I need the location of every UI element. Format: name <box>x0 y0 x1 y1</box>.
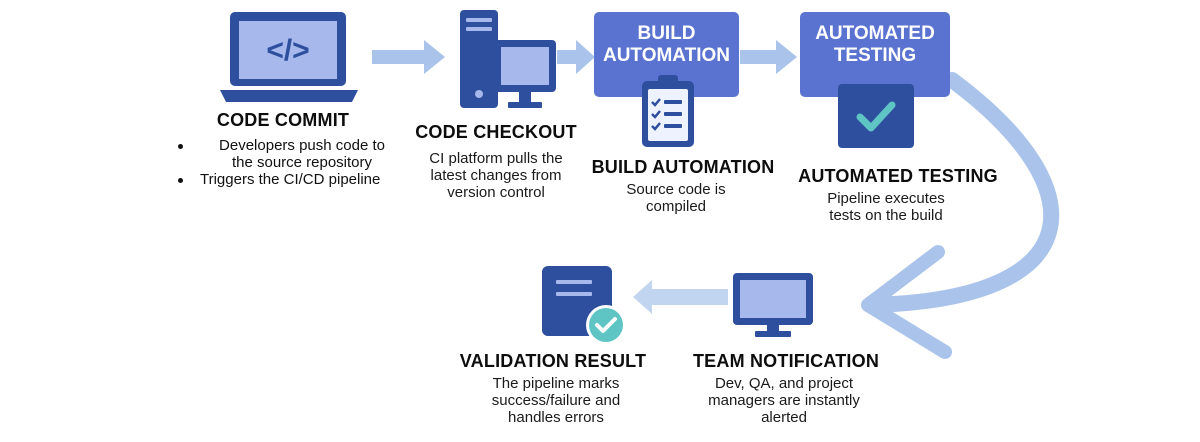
build-automation-banner: BUILD AUTOMATION <box>594 12 739 97</box>
desc-line: success/failure and <box>491 392 621 409</box>
bullet-item: Triggers the CI/CD pipeline <box>172 171 404 188</box>
banner-line: AUTOMATED <box>815 23 935 44</box>
banner-line: AUTOMATION <box>602 45 730 66</box>
desc-line: alerted <box>761 409 807 426</box>
code-commit-title: CODE COMMIT <box>216 110 350 130</box>
desc-line: latest changes from <box>430 167 562 184</box>
desc-line: compiled <box>645 198 707 215</box>
desc-line: Dev, QA, and project <box>714 375 854 392</box>
desc-line: Source code is <box>626 181 726 198</box>
desc-line: The pipeline marks <box>492 375 620 392</box>
validation-result-title: VALIDATION RESULT <box>459 351 647 371</box>
banner-line: TESTING <box>833 45 917 66</box>
team-notification-description: Dev, QA, and project managers are instan… <box>708 375 860 426</box>
desc-line: version control <box>447 184 545 201</box>
bullet-line: Developers push code to <box>219 137 385 154</box>
bullet-line: the source repository <box>231 154 373 171</box>
desc-line: managers are instantly <box>708 392 860 409</box>
desc-line: tests on the build <box>829 207 943 224</box>
desc-line: handles errors <box>508 409 604 426</box>
desc-line: CI platform pulls the <box>429 150 563 167</box>
automated-testing-description: Pipeline executes tests on the build <box>827 190 945 224</box>
code-checkout-description: CI platform pulls the latest changes fro… <box>429 150 562 201</box>
clipboard-checklist-icon <box>642 75 694 147</box>
monitor-icon <box>733 273 813 337</box>
build-automation-title: BUILD AUTOMATION <box>591 157 775 177</box>
code-checkout-title: CODE CHECKOUT <box>415 122 577 142</box>
code-commit-bullets: Developers push code to the source repos… <box>172 137 404 188</box>
checkmark-icon <box>838 84 914 148</box>
validation-result-description: The pipeline marks success/failure and h… <box>492 375 620 426</box>
banner-line: BUILD <box>637 23 696 44</box>
svg-text:</>: </> <box>266 34 309 67</box>
automated-testing-title: AUTOMATED TESTING <box>798 166 998 186</box>
server-monitor-icon <box>460 10 556 108</box>
build-automation-description: Source code is compiled <box>626 181 725 215</box>
laptop-code-icon: </> <box>220 12 358 102</box>
bullet-item: Developers push code to the source repos… <box>172 137 404 171</box>
desc-line: Pipeline executes <box>827 190 945 207</box>
document-check-icon <box>542 266 626 345</box>
automated-testing-banner: AUTOMATED TESTING <box>800 12 950 97</box>
bullet-line: Triggers the CI/CD pipeline <box>200 171 381 188</box>
team-notification-title: TEAM NOTIFICATION <box>692 351 880 371</box>
